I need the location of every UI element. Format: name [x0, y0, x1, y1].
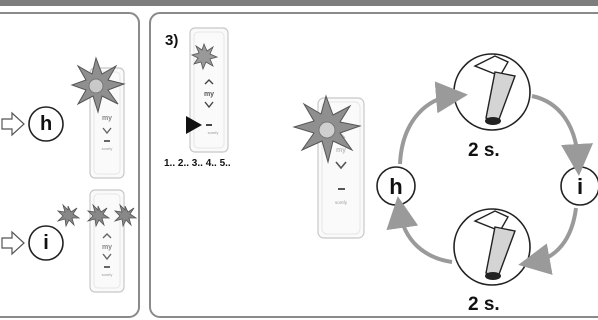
svg-text:somfy: somfy	[208, 130, 219, 135]
press-button-illustration-bottom	[453, 208, 531, 286]
state-i-label: i	[43, 232, 49, 254]
svg-text:my: my	[102, 115, 112, 122]
state-h-circle	[28, 106, 64, 142]
svg-text:somfy: somfy	[335, 200, 348, 205]
hollow-arrow-icon	[1, 230, 25, 256]
led-blink-icon	[113, 203, 138, 228]
led-flash-icon-small	[190, 42, 219, 71]
cycle-arrow-icon	[518, 207, 578, 275]
hollow-arrow-icon	[1, 111, 25, 137]
step-number-label: 3)	[165, 32, 179, 49]
led-flash-icon-large	[70, 56, 126, 114]
led-blink-icon	[86, 203, 111, 228]
cycle-arrow-icon	[398, 81, 468, 165]
press-count-label: 1.. 2.. 3.. 4.. 5..	[164, 158, 231, 169]
press-button-illustration-top	[453, 53, 531, 131]
svg-text:somfy: somfy	[102, 272, 113, 277]
svg-text:somfy: somfy	[102, 146, 113, 151]
state-i-circle	[28, 225, 64, 261]
state-h-label: h	[389, 174, 403, 199]
pointer-arrow-icon	[186, 116, 202, 134]
cycle-arrow-icon	[531, 94, 594, 176]
cycle-arrow-icon	[386, 196, 453, 264]
state-i-label: i	[576, 174, 584, 199]
top-divider-bar	[0, 0, 598, 6]
svg-text:my: my	[204, 91, 214, 98]
led-flash-icon-center	[292, 94, 362, 164]
state-h-label: h	[40, 113, 53, 135]
remote-control-bottom-left: my somfy	[89, 189, 125, 293]
svg-text:my: my	[336, 147, 346, 154]
remote-control-step3: my somfy	[189, 27, 229, 153]
hold-duration-bottom: 2 s.	[468, 294, 500, 315]
led-blink-icon	[56, 203, 81, 228]
svg-text:my: my	[102, 244, 112, 251]
hold-duration-top: 2 s.	[468, 140, 500, 161]
